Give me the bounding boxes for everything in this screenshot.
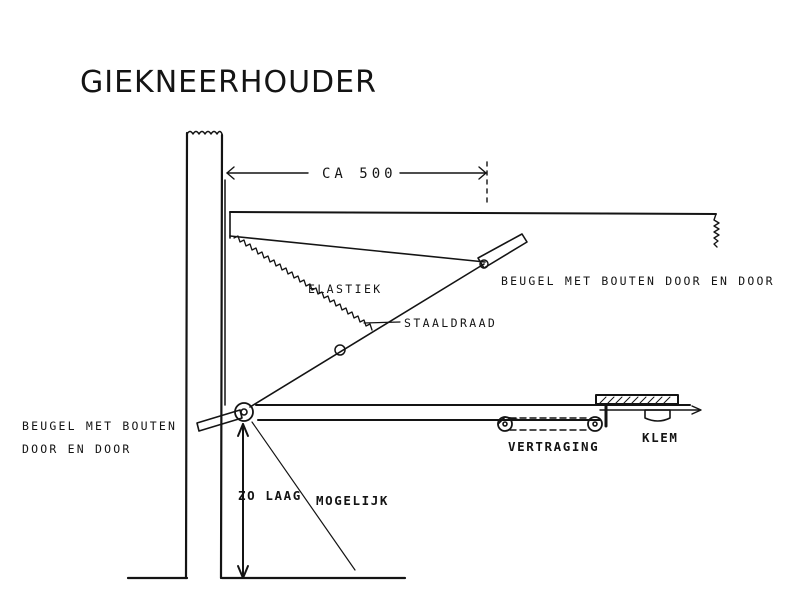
lower-boom <box>255 404 702 421</box>
elastic-junction <box>334 344 346 356</box>
elastic-label: ELASTIEK <box>308 282 383 296</box>
as-low-label-2: MOGELIJK <box>316 493 389 508</box>
distance-dimension <box>226 161 488 203</box>
bracket-lower <box>196 402 254 432</box>
steel-wire <box>249 263 485 408</box>
as-low-label-1: ZO LAAG <box>238 488 302 503</box>
bracket-left-label-2: DOOR EN DOOR <box>22 442 131 456</box>
mast <box>184 130 226 580</box>
clamp-label: KLEM <box>642 430 679 445</box>
diagram-title: GIEKNEERHOUDER <box>80 65 377 100</box>
height-dimension <box>237 423 249 579</box>
delay-pulleys <box>497 416 603 432</box>
bracket-right-label: BEUGEL MET BOUTEN DOOR EN DOOR <box>501 274 775 288</box>
steel-wire-leader <box>363 321 401 324</box>
upper-boom <box>229 211 720 263</box>
steel-wire-label: STAALDRAAD <box>404 316 497 330</box>
bracket-left-label-1: BEUGEL MET BOUTEN <box>22 419 177 433</box>
elastic-cord <box>233 235 373 331</box>
clamp <box>595 394 679 428</box>
bracket-upper <box>477 233 528 269</box>
reference-line <box>251 421 356 571</box>
distance-label: CA 500 <box>322 166 397 182</box>
delay-label: VERTRAGING <box>508 439 599 454</box>
